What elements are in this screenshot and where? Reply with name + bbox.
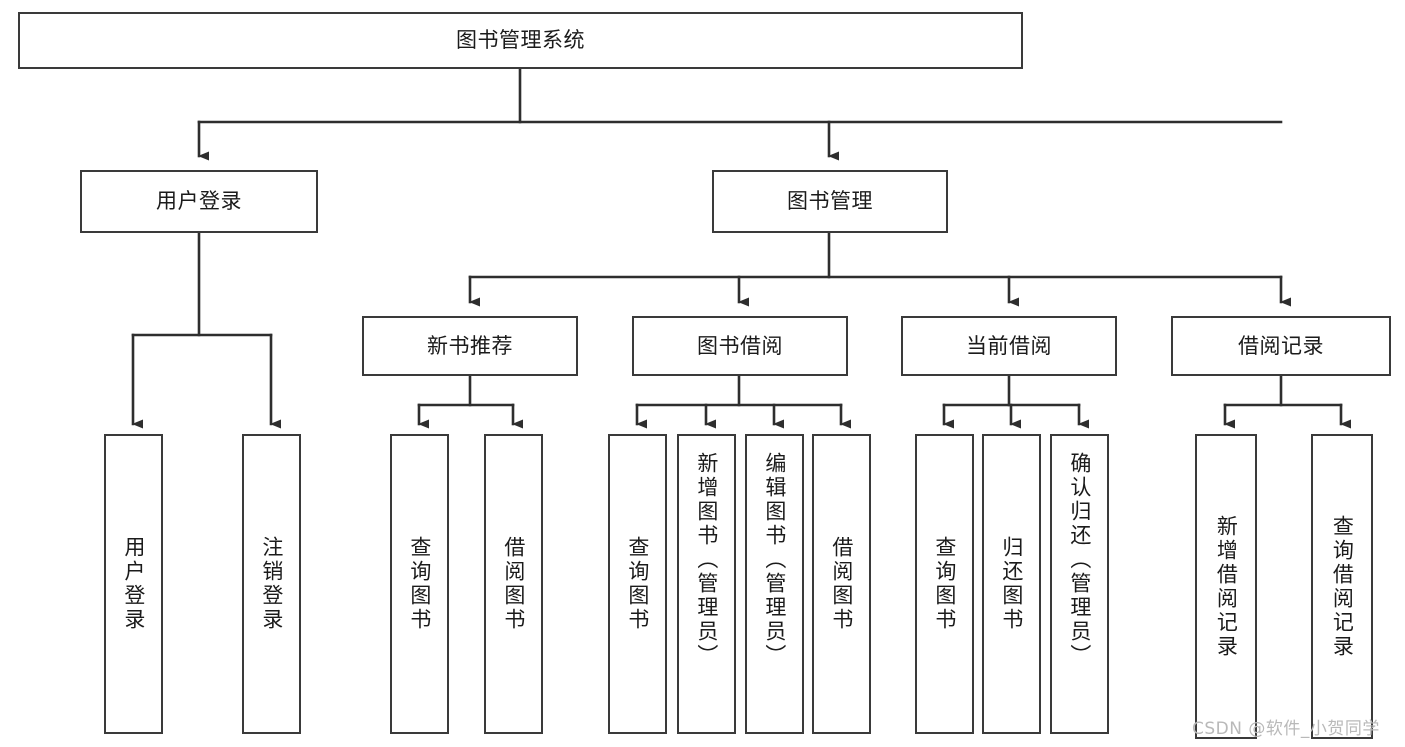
node-label: 注销登录 [259,536,284,632]
csdn-watermark: CSDN @软件_小贺同学 [1192,719,1380,739]
leaf-current-borrow-confirm-return-admin[interactable]: 确认归还（管理员） [1050,434,1109,734]
node-label: 图书管理系统 [456,28,585,53]
node-book-borrow[interactable]: 图书借阅 [632,316,848,376]
node-user-login[interactable]: 用户登录 [80,170,318,233]
leaf-book-borrow-query-book[interactable]: 查询图书 [608,434,667,734]
leaf-current-borrow-return-book[interactable]: 归还图书 [982,434,1041,734]
node-label: 编辑图书（管理员） [762,452,787,668]
node-label: 新书推荐 [427,333,513,358]
node-borrow-record[interactable]: 借阅记录 [1171,316,1391,376]
leaf-user-login-signin[interactable]: 用户登录 [104,434,163,734]
node-label: 图书借阅 [697,333,783,358]
node-label: 用户登录 [156,189,242,214]
node-new-book-recommend[interactable]: 新书推荐 [362,316,578,376]
node-label: 借阅图书 [829,536,854,632]
node-label: 确认归还（管理员） [1067,452,1092,668]
node-label: 当前借阅 [966,333,1052,358]
leaf-book-borrow-add-book-admin[interactable]: 新增图书（管理员） [677,434,736,734]
node-label: 新增图书（管理员） [694,452,719,668]
node-label: 查询图书 [932,536,957,632]
node-label: 查询图书 [625,536,650,632]
node-label: 用户登录 [121,536,146,632]
leaf-book-borrow-edit-book-admin[interactable]: 编辑图书（管理员） [745,434,804,734]
leaf-borrow-record-query-record[interactable]: 查询借阅记录 [1311,434,1373,739]
node-label: 查询图书 [407,536,432,632]
leaf-new-book-borrow-book[interactable]: 借阅图书 [484,434,543,734]
leaf-current-borrow-query-book[interactable]: 查询图书 [915,434,974,734]
node-current-borrow[interactable]: 当前借阅 [901,316,1117,376]
node-label: 查询借阅记录 [1330,514,1355,659]
node-label: 新增借阅记录 [1214,514,1239,659]
leaf-book-borrow-borrow-book[interactable]: 借阅图书 [812,434,871,734]
leaf-user-login-signout[interactable]: 注销登录 [242,434,301,734]
node-label: 图书管理 [787,189,873,214]
node-label: 借阅图书 [501,536,526,632]
node-root-book-management-system[interactable]: 图书管理系统 [18,12,1023,69]
leaf-borrow-record-add-record[interactable]: 新增借阅记录 [1195,434,1257,739]
node-label: 归还图书 [999,536,1024,632]
node-label: 借阅记录 [1238,333,1324,358]
leaf-new-book-query-book[interactable]: 查询图书 [390,434,449,734]
node-book-management[interactable]: 图书管理 [712,170,948,233]
